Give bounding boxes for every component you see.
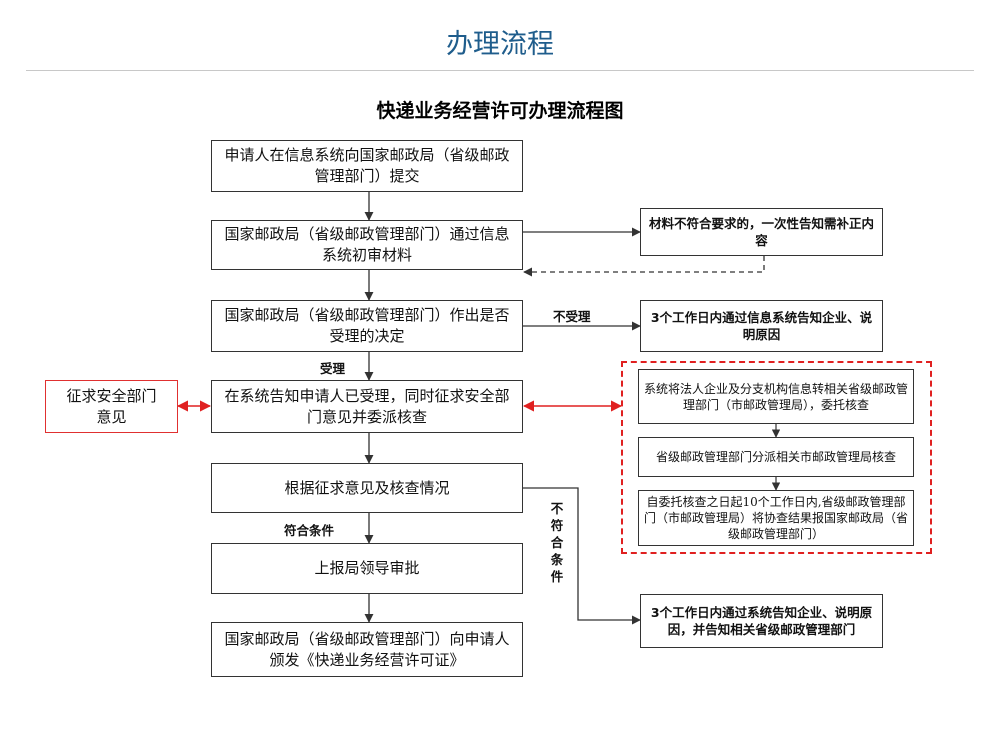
step-submit-application: 申请人在信息系统向国家邮政局（省级邮政管理部门）提交: [211, 140, 523, 192]
not-qualified-notice-box: 3个工作日内通过系统告知企业、说明原因，并告知相关省级邮政管理部门: [640, 594, 883, 648]
supplement-notice-box: 材料不符合要求的，一次性告知需补正内容: [640, 208, 883, 256]
flowchart-title: 快递业务经营许可办理流程图: [376, 100, 624, 122]
label-qualified: 符合条件: [284, 523, 335, 538]
step-evaluate-results: 根据征求意见及核查情况: [211, 463, 523, 513]
security-department-box: 征求安全部门意见: [45, 380, 178, 433]
arrow-to-not-qualified: [522, 487, 641, 625]
step-issue-license: 国家邮政局（省级邮政管理部门）向申请人颁发《快递业务经营许可证》: [211, 622, 523, 677]
step-accepted-consult: 在系统告知申请人已受理，同时征求安全部门意见并委派核查: [211, 380, 523, 433]
label-accepted: 受理: [320, 361, 346, 376]
verification-group: [621, 361, 932, 554]
title-divider: [26, 70, 974, 71]
step-acceptance-decision: 国家邮政局（省级邮政管理部门）作出是否受理的决定: [211, 300, 523, 352]
arrow-supplement-return: [523, 256, 765, 277]
verification-step-transfer: 系统将法人企业及分支机构信息转相关省级邮政管理部门（市邮政管理局），委托核查: [638, 369, 914, 424]
not-accepted-notice-box: 3个工作日内通过信息系统告知企业、说明原因: [640, 300, 883, 352]
verification-step-report: 自委托核查之日起10个工作日内,省级邮政管理部门（市邮政管理局）将协查结果报国家…: [638, 490, 914, 546]
verification-step-dispatch: 省级邮政管理部门分派相关市邮政管理局核查: [638, 437, 914, 477]
slide-title: 办理流程: [446, 29, 554, 60]
step-preliminary-review: 国家邮政局（省级邮政管理部门）通过信息系统初审材料: [211, 220, 523, 270]
label-not-qualified: 不符合条件: [550, 501, 564, 584]
step-leader-approval: 上报局领导审批: [211, 543, 523, 594]
label-not-accepted: 不受理: [553, 309, 591, 324]
